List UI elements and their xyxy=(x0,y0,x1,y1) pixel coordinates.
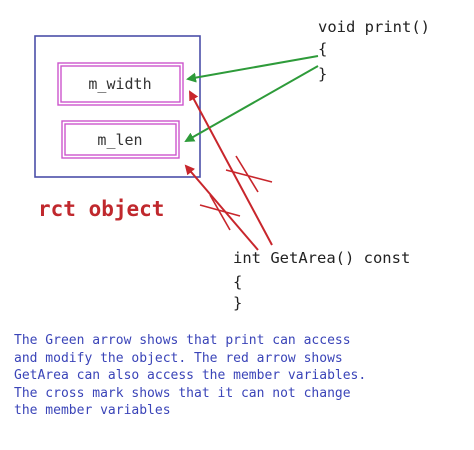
caption-line: and modify the object. The red arrow sho… xyxy=(14,350,343,366)
getarea-open-brace: { xyxy=(233,273,242,291)
cross-mark-upper xyxy=(225,155,273,193)
caption-line: The Green arrow shows that print can acc… xyxy=(14,333,351,348)
getarea-signature: int GetArea() const xyxy=(233,249,410,267)
caption-line: The cross mark shows that it can not cha… xyxy=(14,385,351,401)
getarea-close-brace: } xyxy=(233,294,242,312)
member-box-width: m_width xyxy=(57,62,184,106)
caption: The Green arrow shows that print can acc… xyxy=(14,332,466,420)
object-box xyxy=(34,35,201,178)
member-len-label: m_len xyxy=(97,131,142,149)
green-arrow-to-len xyxy=(184,65,319,142)
red-arrow-to-width xyxy=(189,90,273,246)
cross-mark-lower xyxy=(199,194,241,231)
print-open-brace: { xyxy=(318,40,327,58)
print-signature: void print() xyxy=(318,18,430,36)
red-arrow-to-len xyxy=(184,164,259,251)
green-arrow-to-width xyxy=(186,55,319,83)
print-close-brace: } xyxy=(318,65,327,83)
object-label: rct object xyxy=(38,197,164,221)
member-width-label: m_width xyxy=(88,75,151,93)
member-box-len: m_len xyxy=(61,120,180,159)
caption-line: the member variables xyxy=(14,403,171,418)
caption-line: GetArea can also access the member varia… xyxy=(14,368,367,383)
